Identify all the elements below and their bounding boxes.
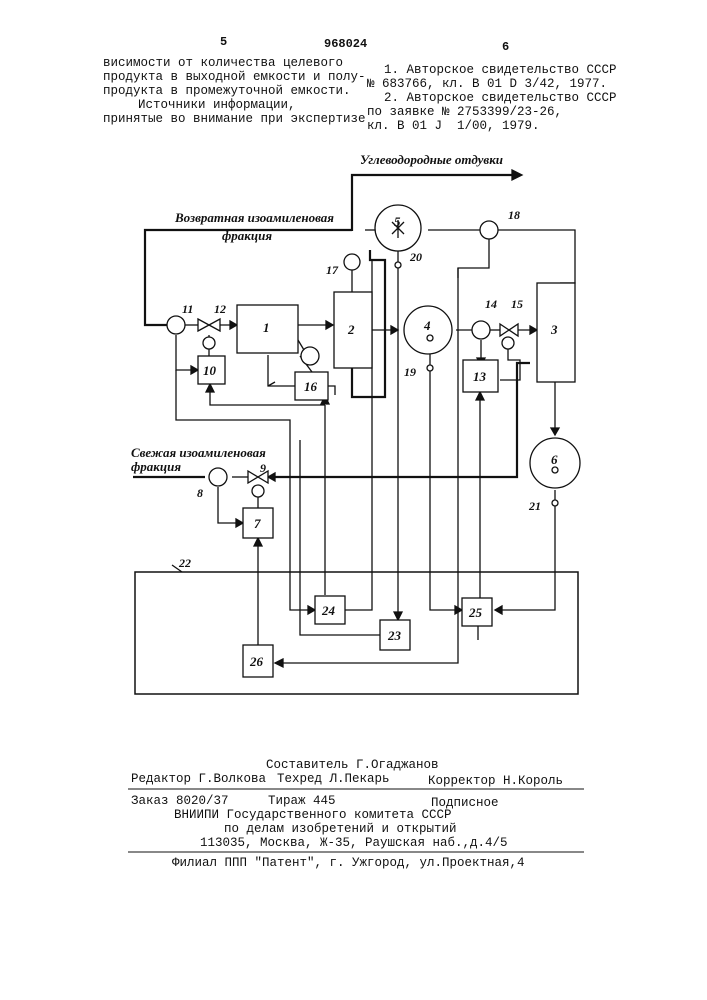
return-fraction-label-1: Возвратная изоамиленовая (175, 210, 334, 226)
block-label: 25 (469, 605, 482, 621)
tech-editor: Техред Л.Пекарь (277, 772, 390, 786)
block-label: 16 (304, 379, 317, 395)
block-label: 5 (394, 214, 401, 230)
item-label: 18 (508, 208, 520, 223)
address: 113035, Москва, Ж-35, Раушская наб.,д.4/… (200, 836, 508, 850)
branch-address: Филиал ППП "Патент", г. Ужгород, ул.Прое… (172, 856, 525, 870)
item-label: 21 (529, 499, 541, 514)
item-label: 15 (511, 297, 523, 312)
block-label: 23 (388, 628, 401, 644)
item-label: 19 (404, 365, 416, 380)
organization: ВНИИПИ Государственного комитета СССР (174, 808, 452, 822)
block-label: 3 (551, 322, 558, 338)
fresh-fraction-label-2: фракция (131, 459, 181, 475)
footer-divider-2 (128, 851, 584, 853)
item-label: 22 (179, 556, 191, 571)
item-label: 12 (214, 302, 226, 317)
corrector: Корректор Н.Король (428, 774, 563, 788)
block-label: 6 (551, 452, 558, 468)
item-label: 11 (182, 302, 193, 317)
composer: Составитель Г.Огаджанов (266, 758, 439, 772)
circulation: Тираж 445 (268, 794, 336, 808)
block-label: 2 (348, 322, 355, 338)
item-label: 14 (485, 297, 497, 312)
footer-divider (128, 788, 584, 790)
off-gas-label: Углеводородные отдувки (360, 152, 503, 168)
block-label: 24 (322, 603, 335, 619)
block-label: 4 (424, 318, 431, 334)
item-label: 20 (410, 250, 422, 265)
block-label: 7 (254, 516, 261, 532)
item-label: 8 (197, 486, 203, 501)
block-label: 10 (203, 363, 216, 379)
block-label: 26 (250, 654, 263, 670)
item-label: 9 (260, 461, 266, 476)
item-label: 17 (326, 263, 338, 278)
organization-sub: по делам изобретений и открытий (224, 822, 457, 836)
order-number: Заказ 8020/37 (131, 794, 229, 808)
block-label: 13 (473, 369, 486, 385)
return-fraction-label-2: фракция (222, 228, 272, 244)
editor: Редактор Г.Волкова (131, 772, 266, 786)
block-label: 1 (263, 320, 270, 336)
